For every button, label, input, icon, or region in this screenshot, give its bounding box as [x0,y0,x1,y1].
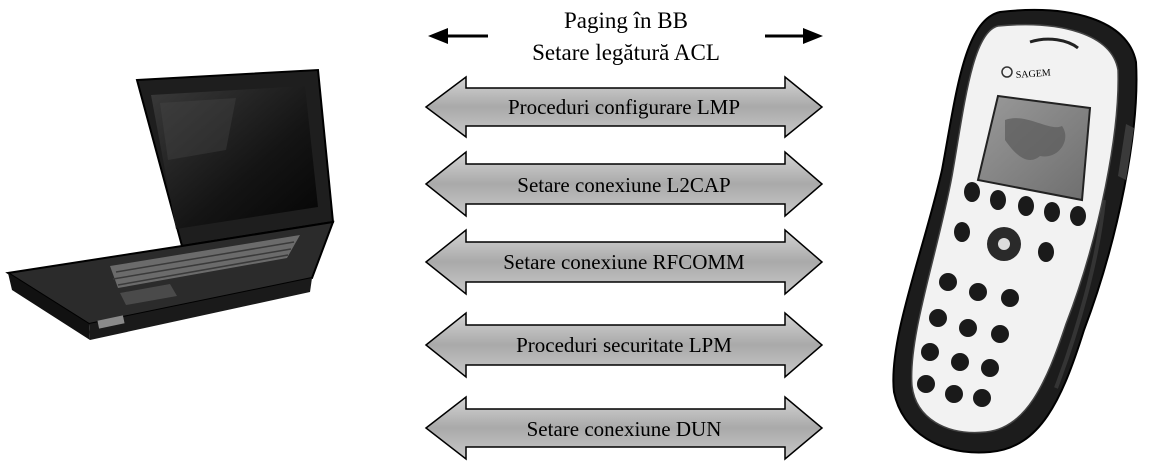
paging-header: Paging în BB Setare legătură ACL [428,8,823,65]
header-line-2: Setare legătură ACL [532,40,720,65]
svg-text:SAGEM: SAGEM [1015,68,1051,81]
step-label-2: Setare conexiune L2CAP [517,173,730,197]
laptop-image [5,68,335,340]
step-arrow-2: Setare conexiune L2CAP [424,150,824,218]
mobile-phone-image: SAGEM [892,9,1138,454]
header-line-1: Paging în BB [564,8,688,33]
step-arrow-5: Setare conexiune DUN [424,395,824,461]
left-arrow-icon [428,28,488,44]
step-label-3: Setare conexiune RFCOMM [503,250,745,274]
step-arrow-3: Setare conexiune RFCOMM [424,228,824,296]
step-arrow-1: Proceduri configurare LMP [424,75,824,139]
step-label-4: Proceduri securitate LPM [516,333,732,357]
right-arrow-icon [765,28,823,44]
sagem-logo: SAGEM [1001,66,1051,81]
phone-keypad-icon [917,182,1086,407]
step-arrow-4: Proceduri securitate LPM [424,311,824,379]
step-label-1: Proceduri configurare LMP [508,95,740,119]
step-label-5: Setare conexiune DUN [527,417,722,441]
